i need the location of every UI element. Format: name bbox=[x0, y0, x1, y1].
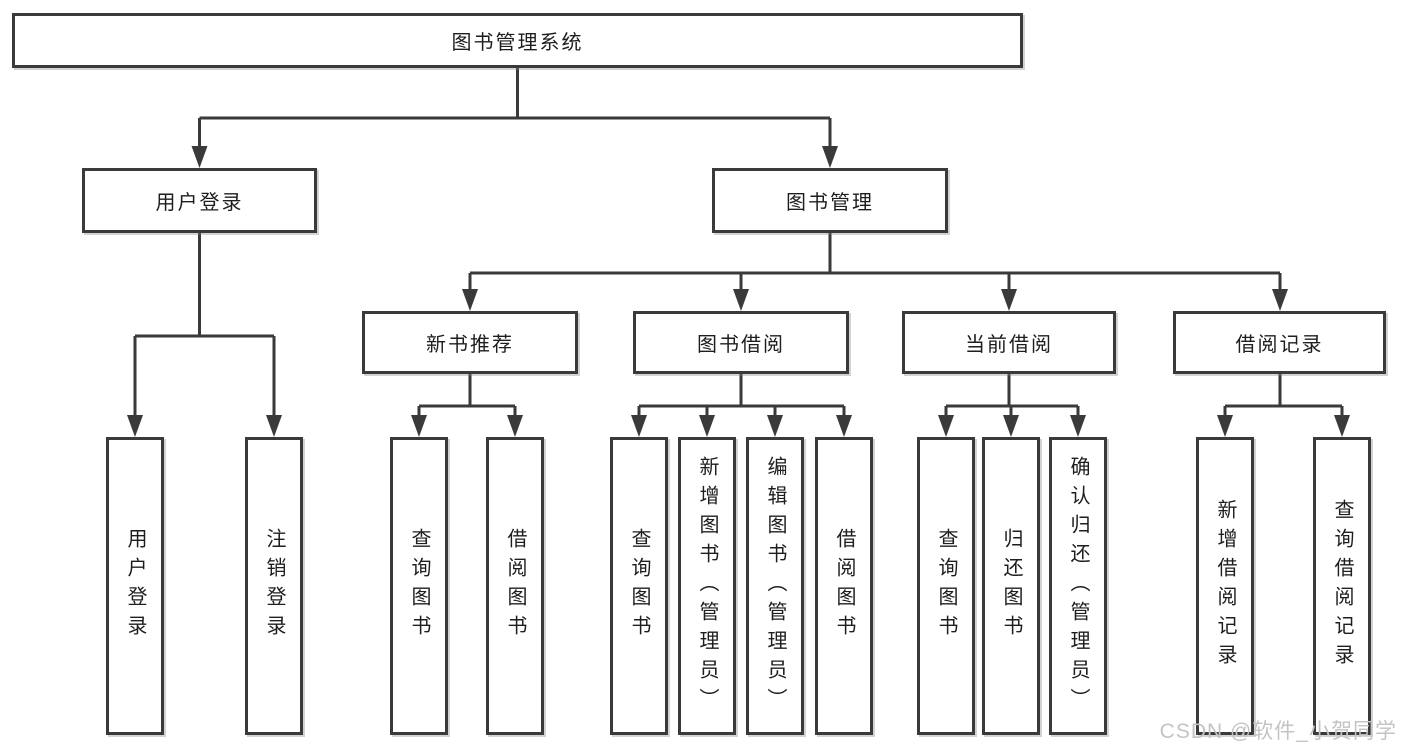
leaf-return-books-label: 归还图书 bbox=[1000, 528, 1022, 644]
csdn-watermark: CSDN @软件_小贺同学 bbox=[1159, 720, 1397, 743]
leaf-borrow-books-rec: 借阅图书 bbox=[486, 437, 544, 735]
node-root-label: 图书管理系统 bbox=[451, 32, 584, 54]
leaf-user-login-label: 用户登录 bbox=[124, 528, 146, 644]
node-current-borrow: 当前借阅 bbox=[902, 311, 1116, 374]
node-new-book-rec: 新书推荐 bbox=[362, 311, 578, 374]
node-book-mgmt: 图书管理 bbox=[712, 168, 948, 233]
leaf-query-books-rec-label: 查询图书 bbox=[408, 528, 430, 644]
leaf-add-books-label: 新增图书（管理员） bbox=[696, 455, 718, 717]
leaf-logout: 注销登录 bbox=[245, 437, 303, 735]
leaf-query-books-rec: 查询图书 bbox=[390, 437, 448, 735]
node-new-book-rec-label: 新书推荐 bbox=[426, 334, 514, 356]
node-root: 图书管理系统 bbox=[12, 13, 1023, 68]
leaf-borrow-books-rec-label: 借阅图书 bbox=[504, 528, 526, 644]
leaf-borrow-books-borrow: 借阅图书 bbox=[815, 437, 873, 735]
leaf-query-borrow-record: 查询借阅记录 bbox=[1313, 437, 1371, 735]
leaf-query-books-borrow: 查询图书 bbox=[610, 437, 668, 735]
leaf-add-borrow-record-label: 新增借阅记录 bbox=[1214, 499, 1236, 673]
node-user-login-label: 用户登录 bbox=[155, 192, 244, 214]
leaf-edit-books-label: 编辑图书（管理员） bbox=[764, 455, 786, 717]
node-borrow-records: 借阅记录 bbox=[1173, 311, 1386, 374]
leaf-query-books-borrow-label: 查询图书 bbox=[628, 528, 650, 644]
node-user-login: 用户登录 bbox=[82, 168, 317, 233]
leaf-confirm-return-label: 确认归还（管理员） bbox=[1067, 455, 1089, 717]
leaf-user-login: 用户登录 bbox=[106, 437, 164, 735]
leaf-borrow-books-borrow-label: 借阅图书 bbox=[833, 528, 855, 644]
leaf-query-borrow-record-label: 查询借阅记录 bbox=[1331, 499, 1353, 673]
node-borrow-records-label: 借阅记录 bbox=[1235, 334, 1324, 356]
node-current-borrow-label: 当前借阅 bbox=[965, 334, 1053, 356]
node-book-borrow-label: 图书借阅 bbox=[697, 334, 785, 356]
leaf-return-books: 归还图书 bbox=[982, 437, 1040, 735]
leaf-logout-label: 注销登录 bbox=[263, 528, 285, 644]
node-book-borrow: 图书借阅 bbox=[633, 311, 849, 374]
leaf-confirm-return: 确认归还（管理员） bbox=[1049, 437, 1107, 735]
leaf-query-books-current-label: 查询图书 bbox=[935, 528, 957, 644]
leaf-query-books-current: 查询图书 bbox=[917, 437, 975, 735]
leaf-edit-books: 编辑图书（管理员） bbox=[746, 437, 804, 735]
node-book-mgmt-label: 图书管理 bbox=[786, 192, 874, 214]
leaf-add-borrow-record: 新增借阅记录 bbox=[1196, 437, 1254, 735]
leaf-add-books: 新增图书（管理员） bbox=[678, 437, 736, 735]
